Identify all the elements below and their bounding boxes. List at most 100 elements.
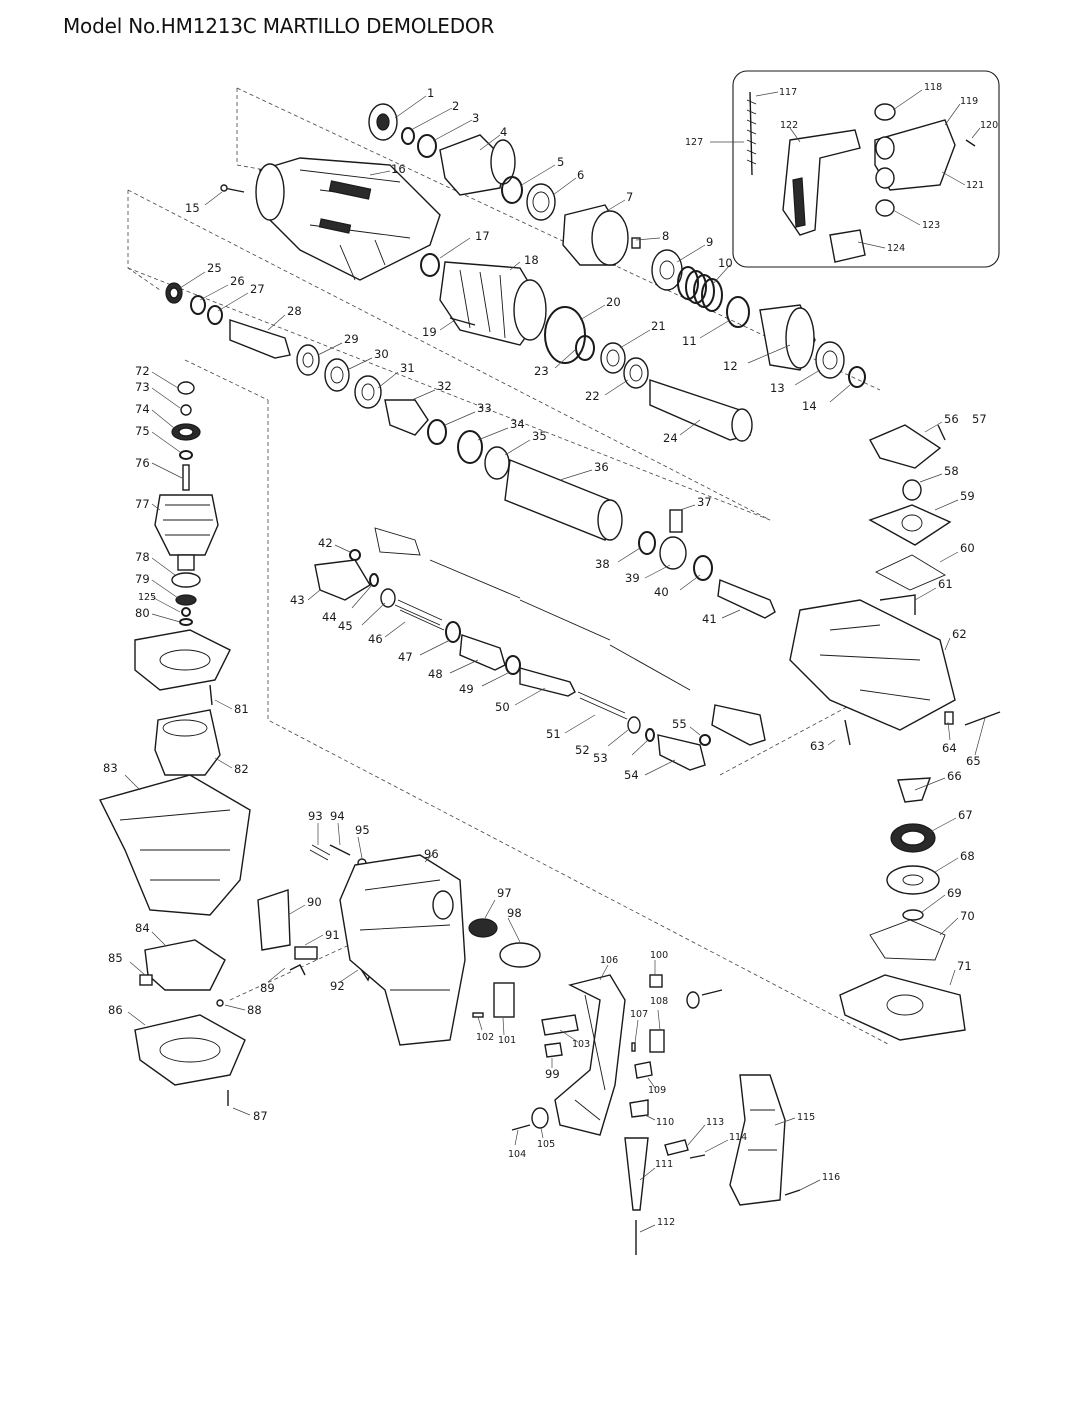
part-17-ring xyxy=(420,253,440,277)
label-part-52: 52 xyxy=(575,743,590,757)
label-part-89: 89 xyxy=(260,981,275,995)
label-part-12: 12 xyxy=(723,359,738,373)
part-61-bracket xyxy=(879,594,916,615)
part-85-brush xyxy=(139,974,153,986)
label-part-72: 72 xyxy=(135,364,150,378)
label-part-33: 33 xyxy=(477,401,492,415)
label-part-34: 34 xyxy=(510,417,525,431)
label-part-21: 21 xyxy=(651,319,666,333)
part-116-screw xyxy=(784,1189,801,1196)
label-part-65: 65 xyxy=(966,754,981,768)
label-part-122: 122 xyxy=(780,120,798,131)
label-part-5: 5 xyxy=(557,155,564,169)
label-part-8: 8 xyxy=(662,229,669,243)
part-37-pin xyxy=(669,509,683,533)
part-103-switch-trigger xyxy=(541,1014,579,1036)
part-110-block xyxy=(629,1099,649,1118)
part-64-clip xyxy=(944,711,954,725)
label-part-119: 119 xyxy=(960,96,978,107)
part-79-bearing xyxy=(175,594,197,606)
part-93-spring xyxy=(309,844,331,861)
part-10-spring xyxy=(677,266,723,312)
front-end-assembly xyxy=(368,103,866,388)
label-part-39: 39 xyxy=(625,571,640,585)
label-part-66: 66 xyxy=(947,769,962,783)
label-part-112: 112 xyxy=(657,1217,675,1228)
label-part-69: 69 xyxy=(947,886,962,900)
side-handle-parts xyxy=(746,91,976,263)
label-part-111: 111 xyxy=(655,1159,673,1170)
part-80-baffle xyxy=(134,629,231,691)
part-58-bushing xyxy=(902,479,922,501)
part-52-nut xyxy=(627,716,641,734)
label-part-60: 60 xyxy=(960,541,975,555)
label-part-47: 47 xyxy=(398,650,413,664)
label-part-87: 87 xyxy=(253,1109,268,1123)
part-2-ring xyxy=(401,127,415,145)
label-part-22: 22 xyxy=(585,389,600,403)
part-39-piston xyxy=(659,536,687,570)
label-part-4: 4 xyxy=(500,125,507,139)
label-part-61: 61 xyxy=(938,577,953,591)
part-23-ring xyxy=(575,335,595,361)
label-part-117: 117 xyxy=(779,87,797,98)
label-part-63: 63 xyxy=(810,739,825,753)
label-leader-lines xyxy=(124,89,986,1233)
label-part-42: 42 xyxy=(318,536,333,550)
label-part-106: 106 xyxy=(600,955,618,966)
label-part-6: 6 xyxy=(577,168,584,182)
label-part-38: 38 xyxy=(595,557,610,571)
label-part-116: 116 xyxy=(822,1172,840,1183)
label-part-26: 26 xyxy=(230,274,245,288)
part-89-clip xyxy=(289,964,306,976)
part-45-nut xyxy=(380,588,396,608)
part-83-motor-housing xyxy=(98,774,251,916)
label-part-85: 85 xyxy=(108,951,123,965)
crank-housing-assembly xyxy=(789,424,1001,1041)
label-part-46: 46 xyxy=(368,632,383,646)
part-115-handle-grip xyxy=(729,1074,786,1206)
label-part-10: 10 xyxy=(718,256,733,270)
label-part-71: 71 xyxy=(957,959,972,973)
part-44-ring xyxy=(369,573,379,587)
part-68-gear xyxy=(886,865,940,895)
part-33-ring xyxy=(427,419,447,445)
part-62-crank-housing xyxy=(789,599,956,731)
label-part-118: 118 xyxy=(924,82,942,93)
label-part-100: 100 xyxy=(650,950,668,961)
part-97-lamp xyxy=(468,918,498,938)
part-35-gear xyxy=(484,446,510,480)
label-part-62: 62 xyxy=(952,627,967,641)
label-part-99: 99 xyxy=(545,1067,560,1081)
label-part-86: 86 xyxy=(108,1003,123,1017)
part-125-ring xyxy=(181,607,191,617)
part-108-switch xyxy=(649,1029,665,1053)
label-part-67: 67 xyxy=(958,808,973,822)
page-title: Model No.HM1213C MARTILLO DEMOLEDOR xyxy=(63,14,495,38)
part-50-striker xyxy=(519,667,576,697)
part-28-shaft xyxy=(229,319,291,359)
label-part-73: 73 xyxy=(135,380,150,394)
part-104-screw xyxy=(511,1124,531,1131)
label-part-44: 44 xyxy=(322,610,337,624)
assembly-guide-lines xyxy=(127,87,891,1046)
label-part-78: 78 xyxy=(135,550,150,564)
label-part-36: 36 xyxy=(594,460,609,474)
label-part-64: 64 xyxy=(942,741,957,755)
part-76-shaft xyxy=(182,464,190,491)
label-part-50: 50 xyxy=(495,700,510,714)
part-107-pin xyxy=(631,1042,636,1052)
label-part-120: 120 xyxy=(980,120,998,131)
part-100-clip xyxy=(649,974,663,988)
part-102-screw xyxy=(472,1012,484,1018)
part-49-ring xyxy=(505,655,521,675)
part-55-ring xyxy=(699,734,711,746)
part-20-o-ring xyxy=(544,306,586,364)
label-part-125: 125 xyxy=(138,592,156,603)
label-part-74: 74 xyxy=(135,402,150,416)
side-handle-inset-frame xyxy=(732,70,1000,268)
label-part-43: 43 xyxy=(290,593,305,607)
label-part-20: 20 xyxy=(606,295,621,309)
cylinder-assembly xyxy=(420,253,753,442)
label-part-13: 13 xyxy=(770,381,785,395)
